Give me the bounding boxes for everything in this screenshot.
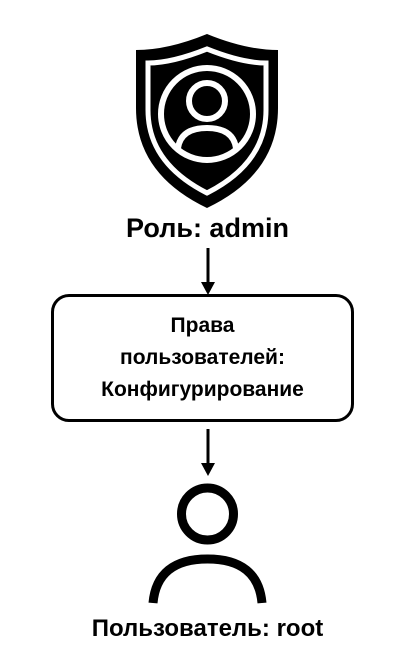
permission-box: Права пользователей: Конфигурирование — [51, 294, 354, 422]
permission-line-2: пользователей: — [120, 346, 285, 369]
permission-line-3: Конфигурирование — [101, 378, 304, 401]
arrow-down-icon — [201, 248, 215, 295]
role-label: Роль: admin — [126, 213, 289, 243]
arrow-down-icon — [201, 429, 215, 476]
user-label: Пользователь: root — [91, 615, 324, 642]
user-icon — [148, 483, 267, 604]
permission-line-1: Права — [170, 314, 235, 337]
shield-user-icon — [136, 34, 278, 208]
